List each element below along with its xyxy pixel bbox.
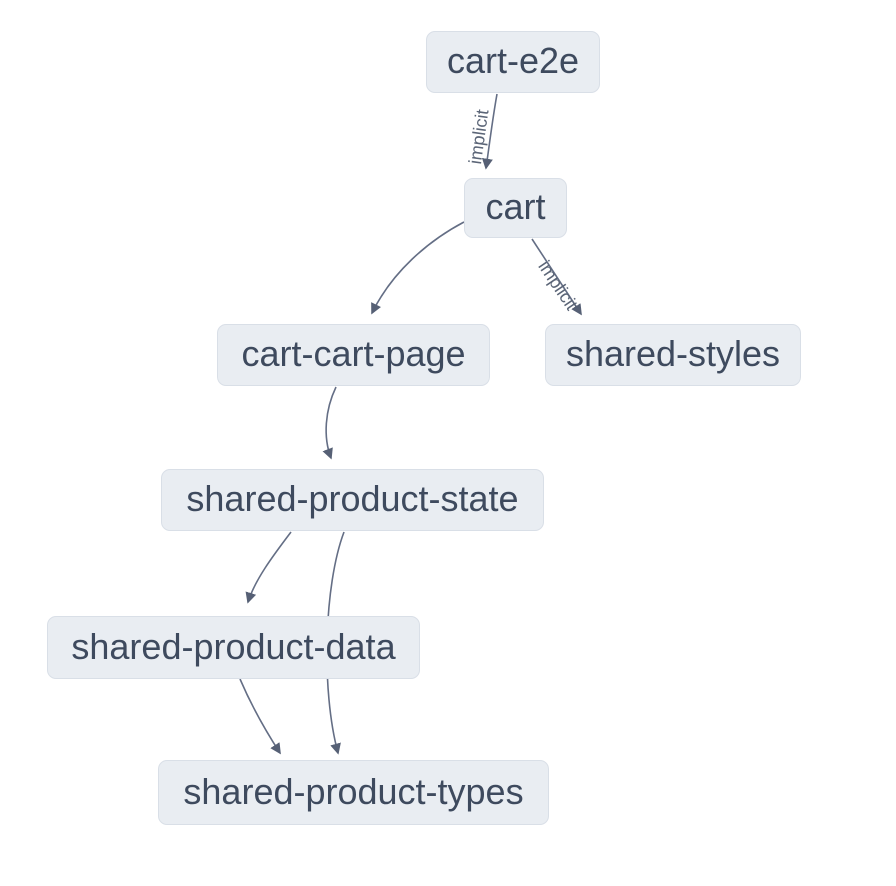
node-cart[interactable]: cart xyxy=(464,178,567,238)
node-cart-e2e[interactable]: cart-e2e xyxy=(426,31,600,93)
edge-cart-to-shared-styles[interactable] xyxy=(531,238,582,316)
node-label: cart xyxy=(485,186,546,227)
node-label: cart-e2e xyxy=(446,40,580,81)
node-label: shared-product-state xyxy=(186,478,519,519)
edge-cart-e2e-to-cart[interactable] xyxy=(481,93,498,170)
node-cart-cart-page[interactable]: cart-cart-page xyxy=(217,324,490,386)
node-shared-styles[interactable]: shared-styles xyxy=(545,324,801,386)
edge-cart-to-cart-cart-page[interactable] xyxy=(371,221,465,315)
node-shared-product-data[interactable]: shared-product-data xyxy=(47,616,420,679)
node-label: shared-product-types xyxy=(183,770,524,812)
node-shared-product-types[interactable]: shared-product-types xyxy=(158,760,549,825)
edge-label-implicit-cart-shared-styles: implicit xyxy=(534,257,581,314)
edge-shared-product-data-to-shared-product-types[interactable] xyxy=(239,678,281,755)
edge-shared-product-state-to-shared-product-data[interactable] xyxy=(245,531,292,604)
node-label: cart-cart-page xyxy=(241,333,466,374)
node-label: shared-product-data xyxy=(71,625,396,667)
node-label: shared-styles xyxy=(565,333,781,374)
node-shared-product-state[interactable]: shared-product-state xyxy=(161,469,544,531)
edge-cart-cart-page-to-shared-product-state[interactable] xyxy=(322,386,337,460)
